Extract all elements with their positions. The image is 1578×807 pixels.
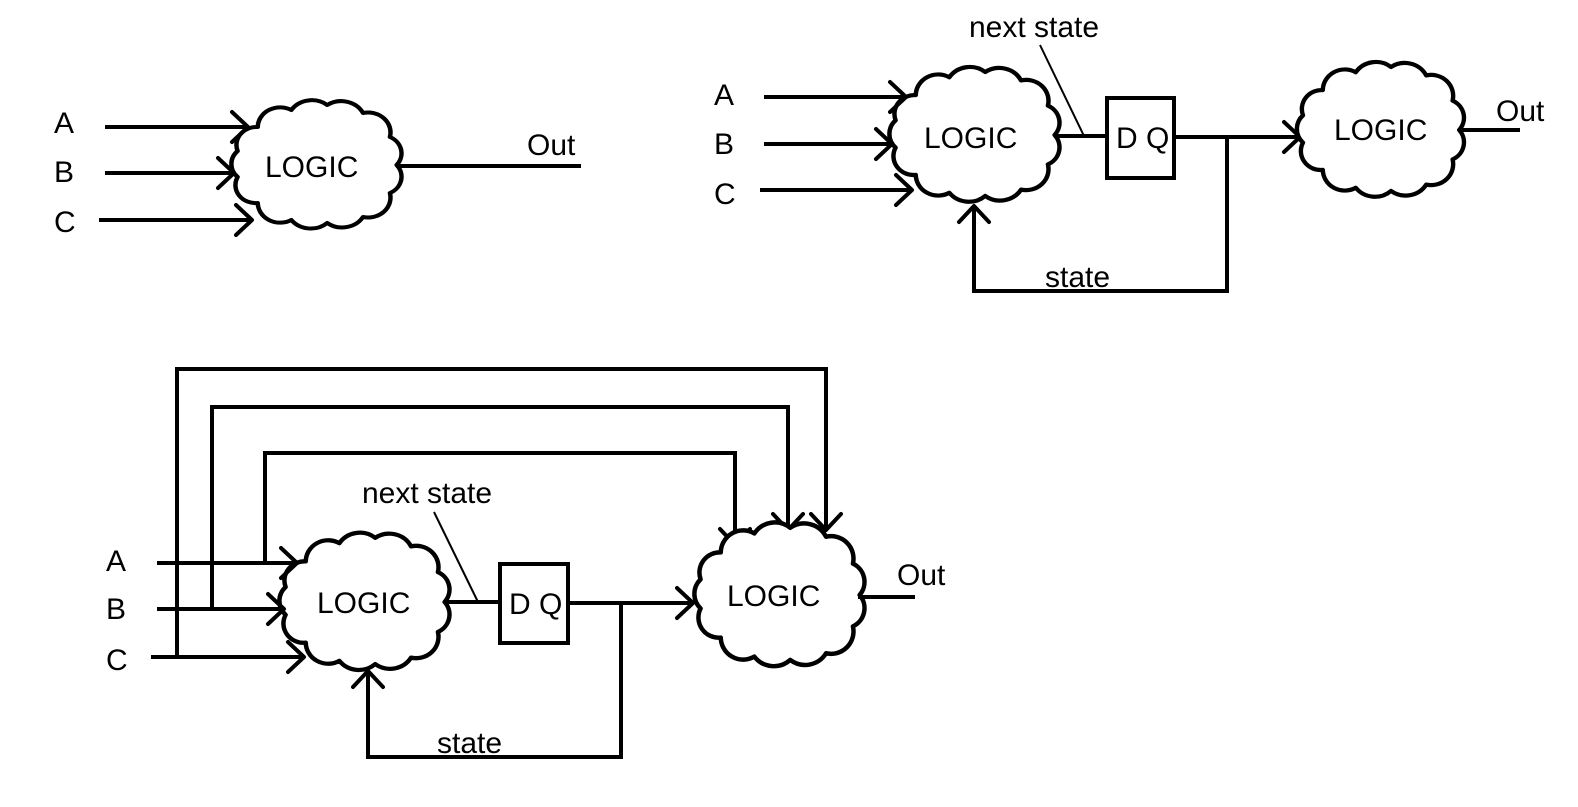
next-state-leader: [433, 511, 479, 603]
output-label: Out: [1496, 95, 1545, 128]
input-arrow-c: [286, 640, 306, 674]
next-state-label: next state: [969, 11, 1099, 44]
logic-label: LOGIC: [317, 587, 410, 620]
logic-label: LOGIC: [265, 151, 358, 184]
dff-label: D Q: [509, 588, 562, 621]
diagram-combinational: A B C LOGIC Out: [54, 100, 581, 239]
input-label-c: C: [106, 644, 128, 677]
logic-output-label: LOGIC: [727, 580, 820, 613]
state-feedback-wire: [366, 603, 623, 759]
diagram-sequential: A B C LOGIC next state D Q state LOGIC O…: [714, 11, 1545, 294]
d-flip-flop: [498, 562, 570, 645]
dff-label: D Q: [1116, 122, 1169, 155]
input-arrow-a: [279, 546, 299, 580]
input-label-b: B: [54, 156, 74, 189]
bypass-wire-c: [175, 367, 828, 657]
state-label: state: [437, 727, 502, 760]
state-feedback-arrow: [351, 669, 385, 689]
input-arrow-c: [234, 203, 254, 237]
input-arrow-c: [894, 173, 914, 207]
state-feedback-wire: [972, 137, 1229, 293]
input-arrow-b: [266, 592, 286, 626]
input-label-b: B: [106, 593, 126, 626]
logic-label: LOGIC: [924, 122, 1017, 155]
input-arrow-a: [230, 110, 250, 144]
diagram-sequential-with-bypass: A B C LOGIC next state D Q state: [106, 367, 946, 760]
input-label-c: C: [714, 178, 736, 211]
logic2-input-arrow: [675, 586, 695, 620]
input-label-c: C: [54, 206, 76, 239]
next-state-leader: [1039, 44, 1085, 137]
bypass-wire-b: [210, 405, 790, 609]
bypass-arrow-c: [809, 512, 843, 532]
input-arrow-a: [888, 80, 908, 114]
input-arrow-b: [216, 156, 236, 190]
d-flip-flop: [1105, 96, 1176, 180]
input-label-b: B: [714, 128, 734, 161]
output-label: Out: [897, 559, 946, 592]
input-label-a: A: [714, 79, 734, 112]
logic-output-label: LOGIC: [1334, 114, 1427, 147]
state-feedback-arrow: [957, 204, 991, 224]
output-label: Out: [527, 129, 576, 162]
input-label-a: A: [106, 545, 126, 578]
input-label-a: A: [54, 107, 74, 140]
next-state-label: next state: [362, 477, 492, 510]
bypass-wire-a: [263, 451, 737, 563]
state-label: state: [1045, 261, 1110, 294]
input-arrow-b: [874, 127, 894, 161]
